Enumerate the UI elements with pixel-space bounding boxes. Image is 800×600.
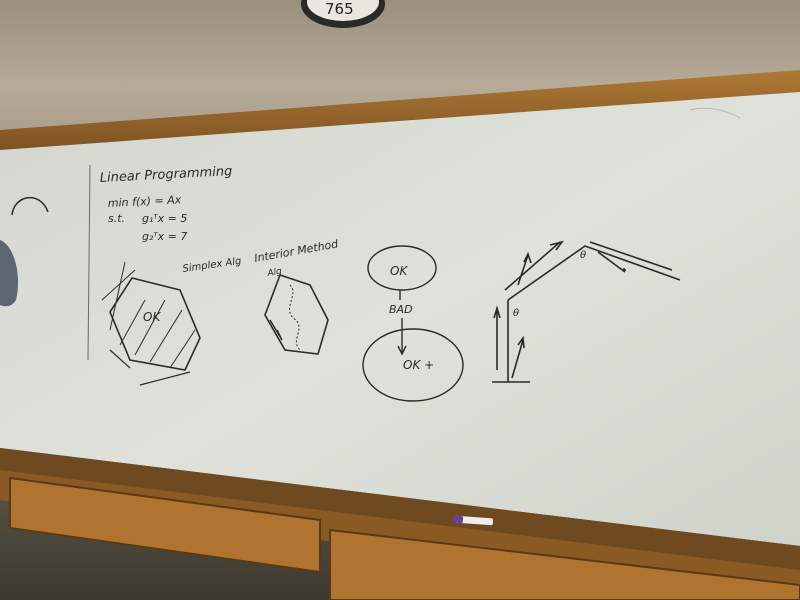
angle-label-side: θ — [513, 308, 519, 319]
margin-line — [87, 164, 91, 361]
equation-constraint-2: g₂ᵀx = 7 — [142, 230, 187, 243]
incline-diagram — [492, 240, 681, 383]
person-shoulder — [0, 240, 19, 307]
whiteboard-frame-top — [0, 70, 800, 150]
wall-clock: 765 — [301, 0, 385, 28]
bubble-diagram — [362, 245, 464, 402]
arc-scribble — [11, 196, 49, 216]
equation-constraint-1: g₁ᵀx = 5 — [142, 212, 187, 225]
equation-st: s.t. — [108, 212, 125, 225]
interior-method-sublabel: Alg — [266, 267, 283, 280]
simplex-diagram — [101, 261, 201, 386]
erased-scribble — [689, 107, 741, 119]
whiteboard-surface — [0, 92, 800, 546]
equation-objective: min f(x) = Ax — [107, 193, 182, 210]
marker — [452, 515, 494, 526]
bubble-bottom-ok: OK + — [403, 358, 434, 372]
cabinet-panel-right — [329, 528, 800, 600]
interior-method-diagram — [264, 273, 329, 355]
clock-digits: 765 — [325, 0, 354, 18]
simplex-ok-label: OK — [143, 310, 161, 324]
angle-label-top: θ — [580, 250, 586, 261]
bubble-bad-label: BAD — [389, 303, 413, 316]
cabinet-panel-left — [9, 476, 321, 574]
bubble-top-ok: OK — [390, 264, 408, 278]
board-title: Linear Programming — [99, 164, 232, 186]
whiteboard-frame-bottom — [0, 448, 800, 570]
